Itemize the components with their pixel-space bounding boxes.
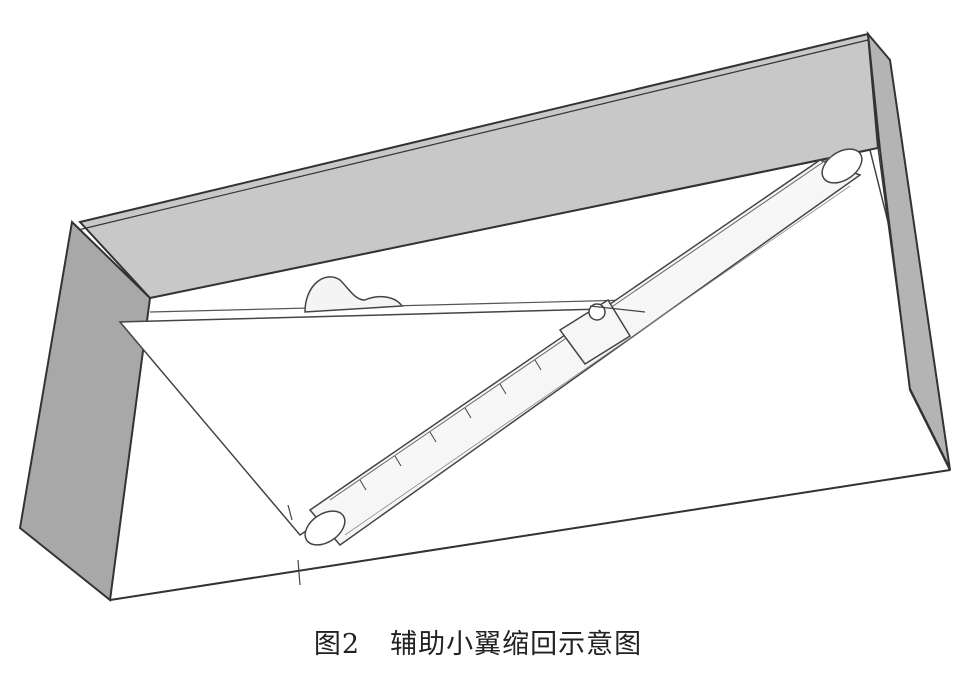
right-wall-inner-edge [877,147,951,469]
flap-retraction-illustration [18,30,951,602]
linkage-rod [589,305,646,313]
cylinder-tick-marks [359,359,542,491]
figure-caption: 图2 辅助小翼缩回示意图 [0,622,956,661]
hinge-fairing [304,276,404,313]
box-bottom-edge [109,469,951,601]
top-beam-edge [77,39,869,231]
figure-title: 辅助小翼缩回示意图 [390,629,643,660]
figure-label: 图2 [313,629,361,660]
right-side-wall [866,30,951,471]
dimension-marks [287,504,301,586]
linkage-pin [588,303,606,321]
